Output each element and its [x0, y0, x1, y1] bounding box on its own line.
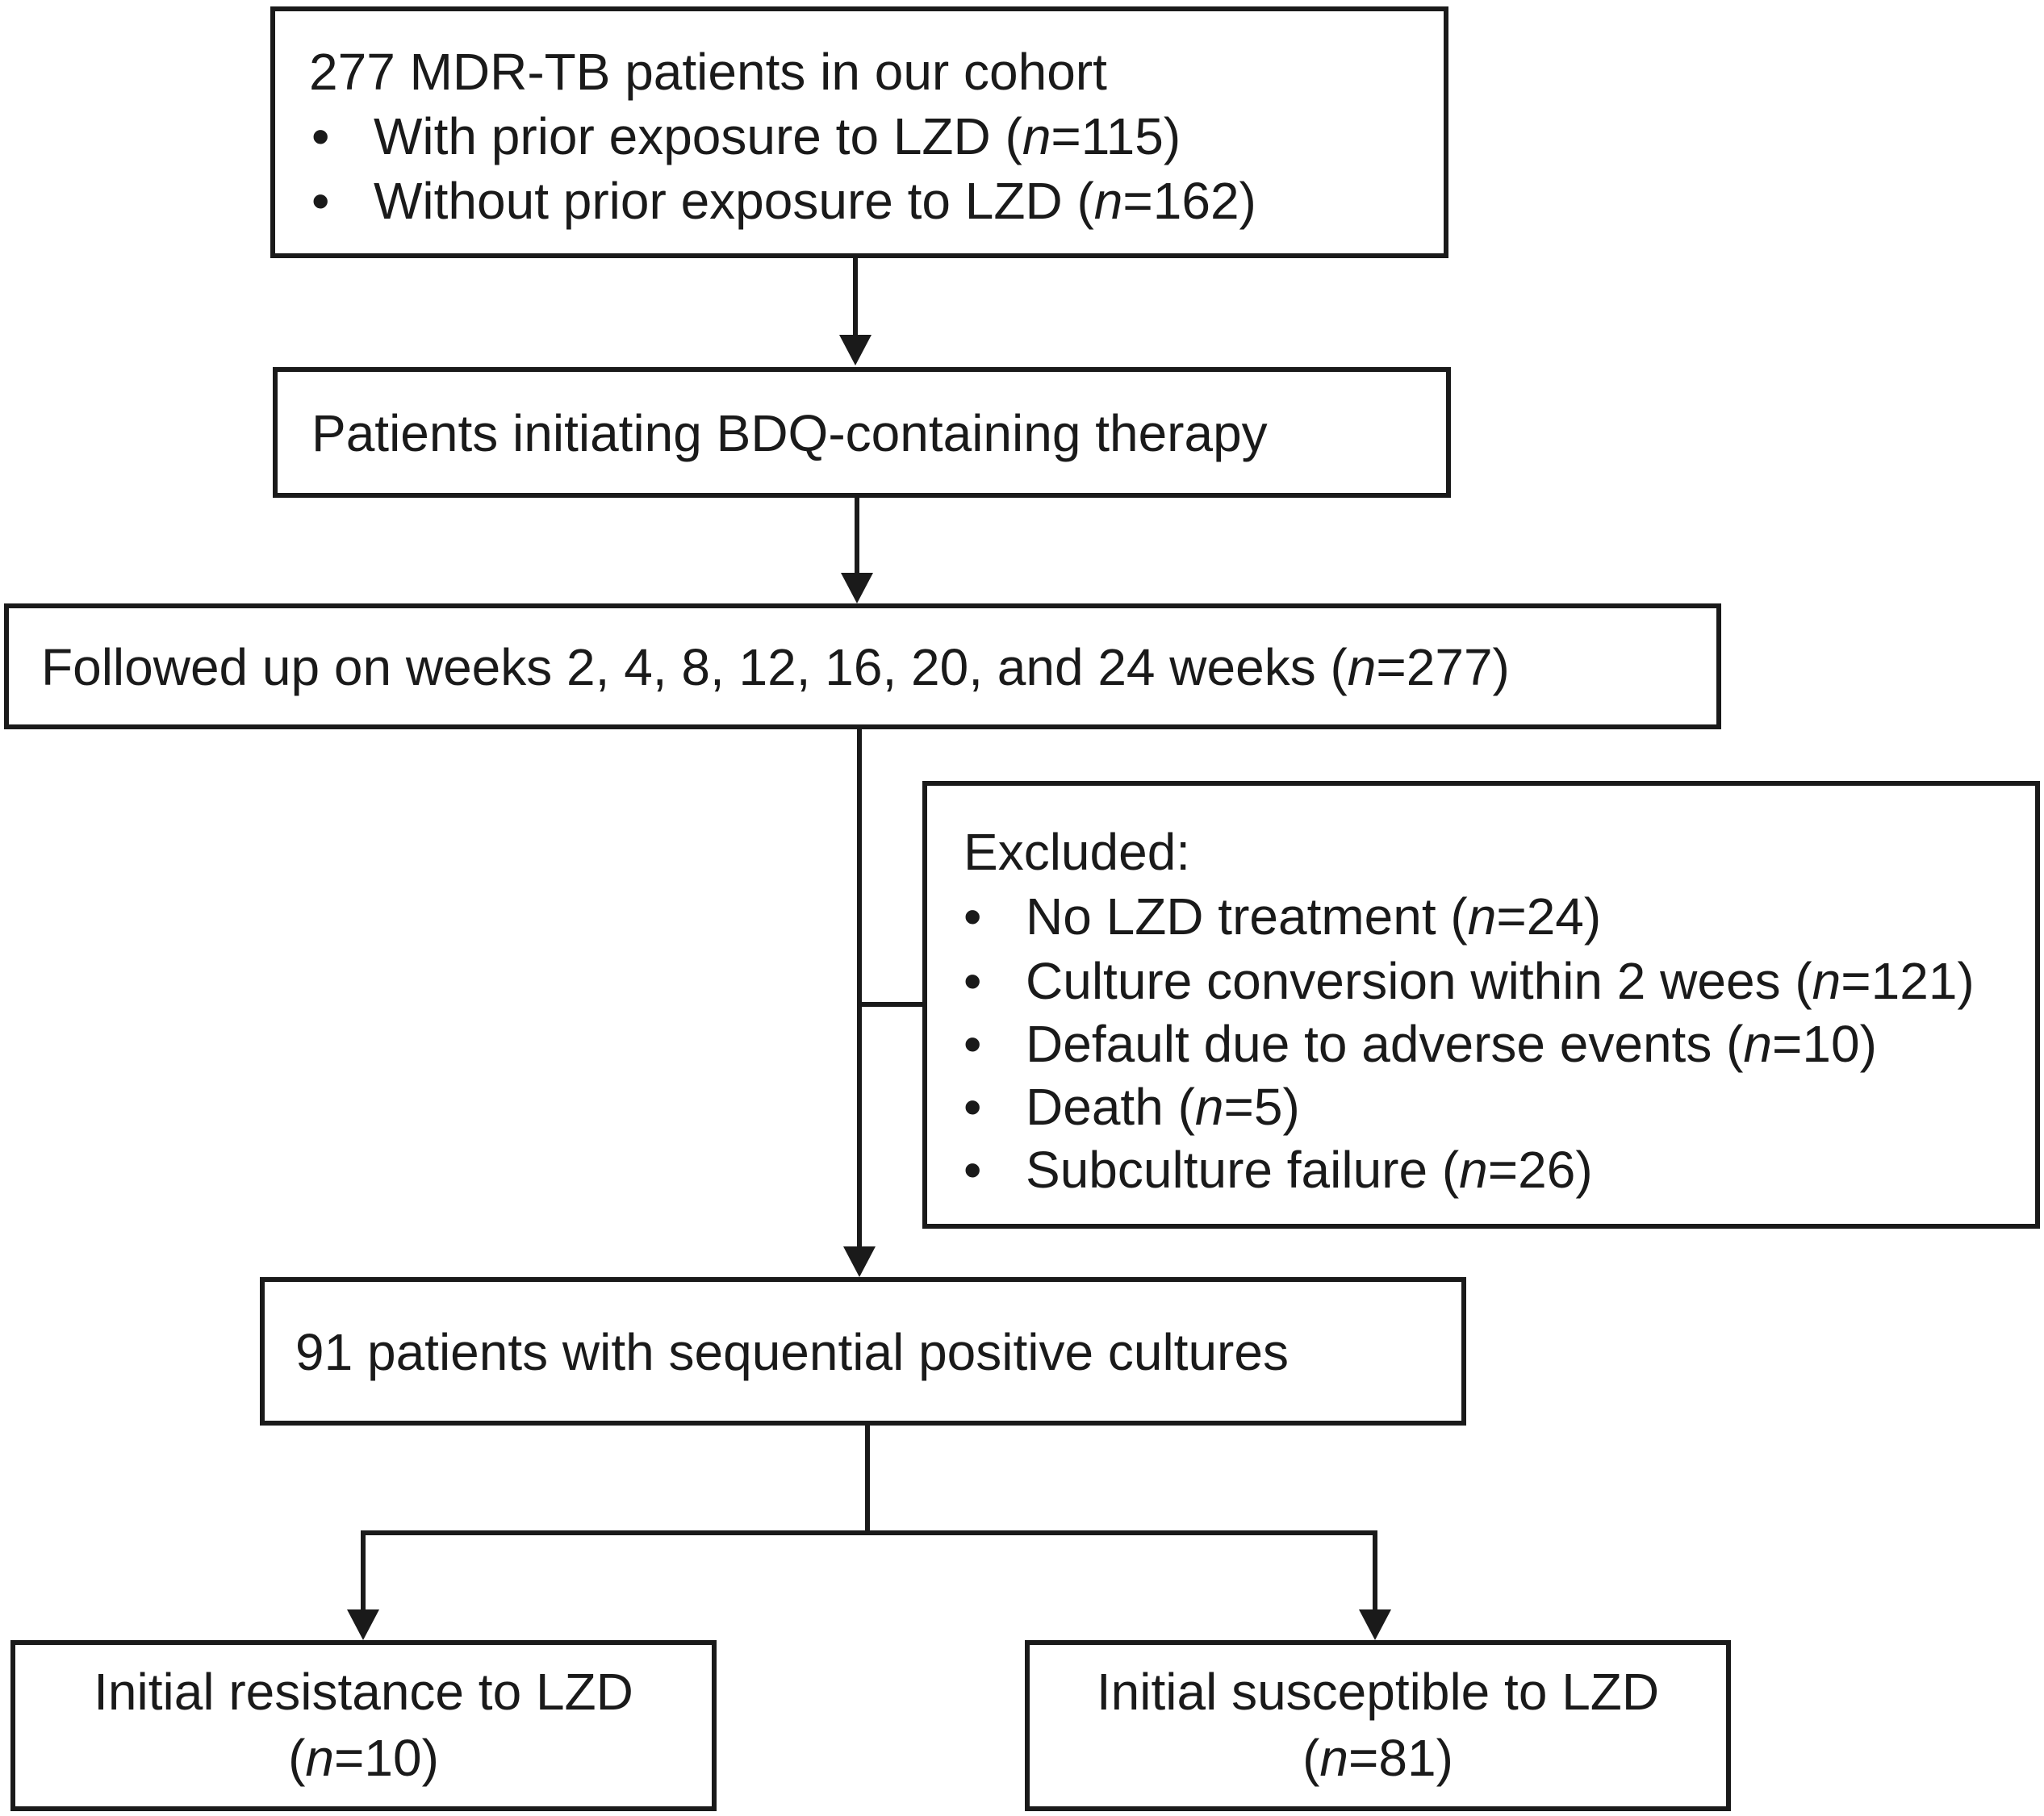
initiating-box: Patients initiating BDQ-containing thera…: [273, 367, 1451, 498]
bullet: •: [963, 1015, 982, 1073]
susceptible-count: (n=81): [1302, 1729, 1453, 1787]
cohort-title: 277 MDR-TB patients in our cohort: [309, 43, 1107, 101]
arrowhead-1: [839, 335, 872, 365]
sequential-title: 91 patients with sequential positive cul…: [295, 1323, 1289, 1381]
bullet: •: [963, 887, 982, 946]
followup-box: Followed up on weeks 2, 4, 8, 12, 16, 20…: [4, 603, 1721, 729]
cohort-item-prior: With prior exposure to LZD (n=115): [374, 107, 1181, 165]
excluded-item-subculture: Subculture failure (n=26): [1026, 1141, 1593, 1199]
resistant-box: Initial resistance to LZD (n=10): [10, 1640, 717, 1811]
excluded-title: Excluded:: [963, 823, 1191, 881]
excluded-item-default: Default due to adverse events (n=10): [1026, 1015, 1877, 1073]
cohort-box: 277 MDR-TB patients in our cohort • With…: [270, 6, 1448, 258]
arrowhead-3: [843, 1246, 876, 1277]
bullet: •: [963, 1141, 982, 1199]
susceptible-title: Initial susceptible to LZD: [1096, 1663, 1660, 1721]
cohort-item-without: Without prior exposure to LZD (n=162): [374, 172, 1256, 230]
bullet: •: [963, 1078, 982, 1136]
bullet: •: [311, 107, 330, 165]
bullet: •: [963, 952, 982, 1010]
sequential-box: 91 patients with sequential positive cul…: [260, 1277, 1466, 1426]
arrowhead-5: [1359, 1609, 1391, 1640]
resistant-count: (n=10): [288, 1729, 439, 1787]
excluded-item-death: Death (n=5): [1026, 1078, 1300, 1136]
excluded-item-no-lzd: No LZD treatment (n=24): [1026, 887, 1602, 946]
excluded-box: Excluded: • No LZD treatment (n=24) • Cu…: [922, 781, 2040, 1229]
initiating-title: Patients initiating BDQ-containing thera…: [311, 404, 1268, 462]
followup-text: Followed up on weeks 2, 4, 8, 12, 16, 20…: [41, 638, 1510, 696]
bullet: •: [311, 172, 330, 230]
susceptible-box: Initial susceptible to LZD (n=81): [1025, 1640, 1731, 1811]
arrowhead-4: [347, 1609, 379, 1640]
excluded-item-culture-conversion: Culture conversion within 2 wees (n=121): [1026, 952, 1975, 1010]
resistant-title: Initial resistance to LZD: [94, 1663, 633, 1721]
arrowhead-2: [841, 573, 873, 603]
